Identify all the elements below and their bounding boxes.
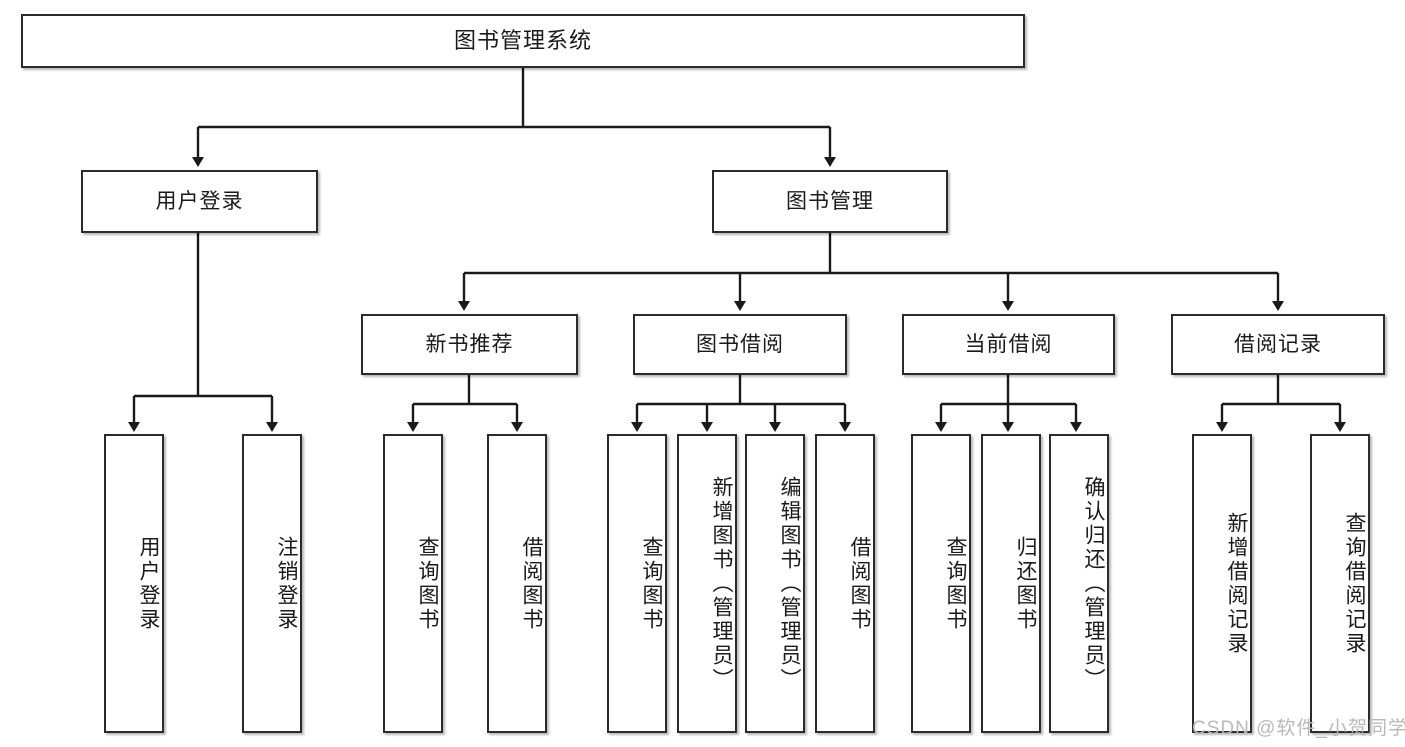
- leaf-add-borrow-record[interactable]: 新增借阅记录: [1192, 434, 1252, 733]
- leaf-logout-login[interactable]: 注销登录: [242, 434, 302, 733]
- leaf-confirm-return-admin[interactable]: 确认归还（管理员）: [1049, 434, 1109, 733]
- leaf-borrow-book-recommend[interactable]: 借阅图书: [487, 434, 547, 733]
- leaf-query-book-borrow[interactable]: 查询图书: [607, 434, 667, 733]
- leaf-edit-book-admin[interactable]: 编辑图书（管理员）: [745, 434, 805, 733]
- leaf-borrow-book-borrow[interactable]: 借阅图书: [815, 434, 875, 733]
- node-new-book-recommend[interactable]: 新书推荐: [361, 314, 578, 375]
- node-book-borrow[interactable]: 图书借阅: [633, 314, 847, 375]
- node-user-login[interactable]: 用户登录: [81, 170, 318, 233]
- leaf-return-book[interactable]: 归还图书: [981, 434, 1041, 733]
- node-book-management[interactable]: 图书管理: [712, 170, 948, 233]
- leaf-query-book-recommend[interactable]: 查询图书: [383, 434, 443, 733]
- leaf-add-book-admin[interactable]: 新增图书（管理员）: [677, 434, 737, 733]
- watermark-credit: CSDN @软件_小贺同学: [1192, 718, 1405, 739]
- leaf-user-login[interactable]: 用户登录: [104, 434, 164, 733]
- node-borrow-record[interactable]: 借阅记录: [1171, 314, 1385, 375]
- node-current-borrow[interactable]: 当前借阅: [902, 314, 1115, 375]
- node-root-book-management-system[interactable]: 图书管理系统: [21, 14, 1025, 68]
- leaf-query-borrow-record[interactable]: 查询借阅记录: [1310, 434, 1370, 733]
- leaf-query-book-current[interactable]: 查询图书: [911, 434, 971, 733]
